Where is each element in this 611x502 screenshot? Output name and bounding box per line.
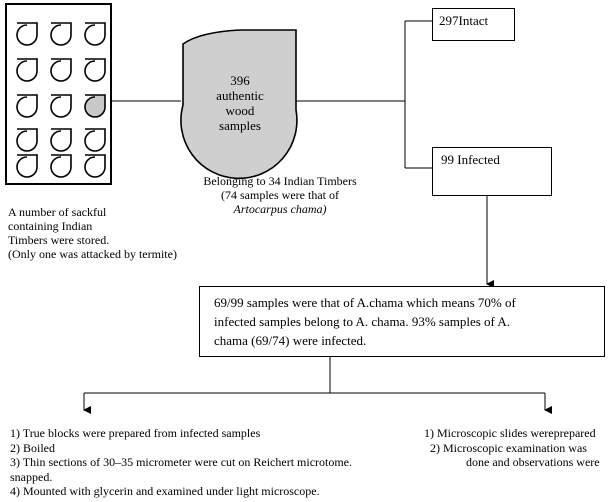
sack-caption-line: containing Indian [8,219,93,233]
summary-line: 69/99 samples were that of A.chama which… [214,295,516,310]
sack-drop-icon [84,154,106,178]
sack-drop-icon [50,128,72,152]
sack-caption: A number of sackful containing Indian Ti… [8,205,208,261]
summary-box: 69/99 samples were that of A.chama which… [199,286,605,357]
left-steps: 1) True blocks were prepared from infect… [10,426,420,499]
sack-caption-line: Timbers were stored. [8,233,110,247]
infected-label: 99 Infected [441,152,500,167]
sack-drop-icon [50,58,72,82]
drop-caption: Belonging to 34 Indian Timbers (74 sampl… [203,174,357,216]
sack-drop-icon [84,128,106,152]
right-step: 1) Microscopic slides wereprepared [424,426,596,440]
sack-drop-icon [16,94,38,118]
sack-drop-highlighted-icon [84,94,106,118]
intact-box: 297Intact [432,8,515,41]
left-step: snapped. [10,469,53,484]
sack-drop-icon [84,22,106,46]
summary-line: chama (69/74) were infected. [214,333,367,348]
infected-box: 99 Infected [432,147,552,196]
sack-drop-icon [50,154,72,178]
sack-drops-grid [16,22,106,178]
sack-caption-line: (Only one was attacked by termite) [8,247,177,261]
sack-drop-icon [50,22,72,46]
sack-drop-icon [50,94,72,118]
sack-drop-icon [16,128,38,152]
sack-panel [5,3,112,185]
left-step: 4) Mounted with glycerin and examined un… [10,484,320,498]
right-steps: 1) Microscopic slides wereprepared 2) Mi… [424,426,610,470]
left-step: 2) Boiled [10,440,55,455]
sack-drop-icon [16,154,38,178]
intact-label: 297Intact [439,13,489,28]
right-step: done and observations were [466,455,600,469]
summary-line: infected samples belong to A. chama. 93%… [214,314,511,329]
right-step: 2) Microscopic examination was [430,440,587,455]
sack-drop-icon [16,58,38,82]
left-step: 3) Thin sections of 30–35 micrometer wer… [10,455,353,469]
sack-caption-line: A number of sackful [8,205,107,219]
sack-drop-icon [16,22,38,46]
left-step: 1) True blocks were prepared from infect… [10,426,261,440]
drop-node-label: 396 authentic wood samples [216,73,264,133]
sack-drop-icon [84,58,106,82]
